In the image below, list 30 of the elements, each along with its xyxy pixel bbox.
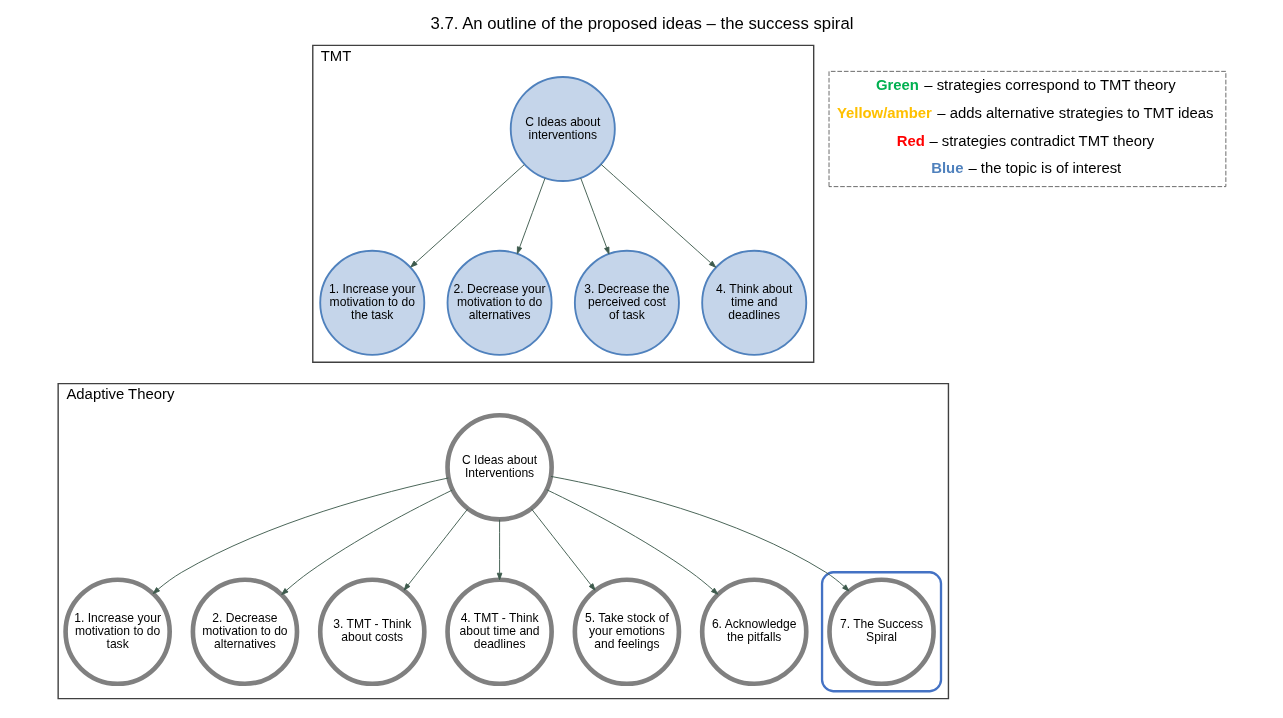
cluster (820, 571, 942, 693)
node-circle: C Ideas about Interventions (444, 412, 554, 522)
node-circle: 1. Increase your motivation to do the task (318, 249, 425, 356)
arrow (579, 177, 609, 255)
node-circle: 3. TMT - Think about costs (317, 577, 427, 687)
arrow (530, 508, 596, 591)
arrow (403, 508, 468, 591)
arrow (600, 163, 716, 268)
legend-label: Yellow/amber – adds alternative strategies to TMT ideas (836, 104, 1213, 121)
arrow (496, 519, 502, 581)
node-circle: C Ideas about interventions (509, 76, 616, 182)
arrow (550, 475, 849, 592)
arrow (280, 489, 453, 596)
node-circle: 5. Take stock of your emotions and feelings (572, 577, 681, 687)
legend-label: Red – strategies contradict TMT theory (896, 132, 1154, 149)
arrow (409, 164, 525, 268)
legend-label: Blue – the topic is of interest (930, 160, 1121, 177)
diagram-title: 3.7. An outline of the proposed ideas – the success spiral (430, 14, 853, 33)
legend-label: Green – strategies correspond to TMT theory (875, 76, 1176, 93)
arrow (545, 489, 718, 595)
node-circle: 3. Decrease the perceived cost of task (573, 249, 680, 356)
arrow (152, 477, 449, 595)
node-circle: 4. Think about time and deadlines (700, 249, 807, 356)
node-circle: 7. The Success Spiral (826, 577, 936, 687)
node-circle: 1. Increase your motivation to do task (62, 577, 172, 687)
node-circle: 4. TMT - Think about time and deadlines (444, 577, 554, 687)
arrow (516, 177, 545, 255)
node-circle: 2. Decrease motivation to do alternatives (190, 577, 299, 687)
node-circle: 2. Decrease your motivation to do alternatives (446, 249, 553, 356)
node-circle: 6. Acknowledge the pitfalls (699, 577, 809, 687)
